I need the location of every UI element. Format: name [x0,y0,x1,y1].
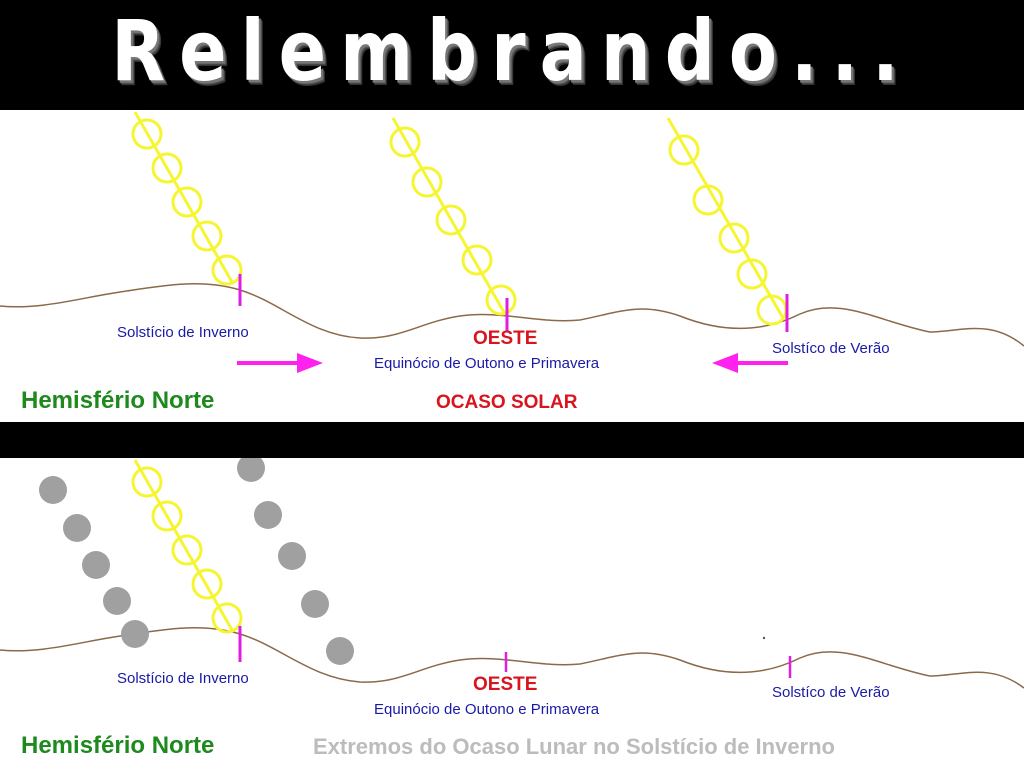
sun-icon [736,258,768,290]
moon-icon [237,458,265,482]
diagram-caption: Extremos do Ocaso Lunar no Solstício de … [313,734,835,759]
horizon-line [0,627,1024,689]
sun-icon [131,118,163,150]
sunset-diagram-panel: Solstício de Inverno OESTE Equinócio de … [0,110,1024,422]
title-bar: Relembrando... [0,0,1024,110]
sun-icon [151,152,183,184]
moonset-diagram-panel: Solstício de Inverno OESTE Equinócio de … [0,458,1024,768]
moon-path-northern-extreme [39,476,149,648]
sun-icon [211,602,243,634]
moon-icon [82,551,110,579]
sun-path-equinox [389,117,517,316]
sun-icon [131,466,163,498]
sun-icon [211,254,243,286]
moon-icon [254,501,282,529]
west-label: OESTE [473,674,538,695]
horizon-line [0,283,1024,347]
sun-icon [692,184,724,216]
moon-icon [326,637,354,665]
sun-icon [411,166,443,198]
moonset-diagram [0,458,1024,689]
sun-icon [171,534,203,566]
dot-mark [762,636,766,640]
sun-icon [485,284,517,316]
west-label: OESTE [473,328,538,349]
hemisphere-label: Hemisfério Norte [21,732,215,759]
summer-solstice-label: Solstíco de Verão [772,684,890,701]
arrow-left-icon [712,353,788,373]
diagram-caption: OCASO SOLAR [436,392,578,413]
winter-solstice-label: Solstício de Inverno [117,324,249,341]
moon-icon [103,587,131,615]
winter-solstice-label: Solstício de Inverno [117,670,249,687]
sun-icon [389,126,421,158]
sun-icon [435,204,467,236]
sun-icon [718,222,750,254]
arrow-right-icon [237,353,323,373]
moon-icon [39,476,67,504]
equinox-label: Equinócio de Outono e Primavera [374,701,600,718]
moon-icon [278,542,306,570]
hemisphere-label: Hemisfério Norte [21,387,215,414]
sun-path-summer-solstice [666,117,788,326]
moon-icon [63,514,91,542]
sun-icon [171,186,203,218]
moon-path-southern-extreme [237,458,354,665]
moon-icon [301,590,329,618]
summer-solstice-label: Solstíco de Verão [772,340,890,357]
moon-icon [121,620,149,648]
sun-icon [191,220,223,252]
sun-icon [461,244,493,276]
sun-icon [151,500,183,532]
sun-path-winter-solstice [131,459,243,634]
sun-path-winter-solstice [131,111,243,286]
sunset-diagram [0,111,1024,373]
sun-icon [191,568,223,600]
sun-icon [668,134,700,166]
equinox-label: Equinócio de Outono e Primavera [374,355,600,372]
slide-title: Relembrando... [111,2,913,101]
